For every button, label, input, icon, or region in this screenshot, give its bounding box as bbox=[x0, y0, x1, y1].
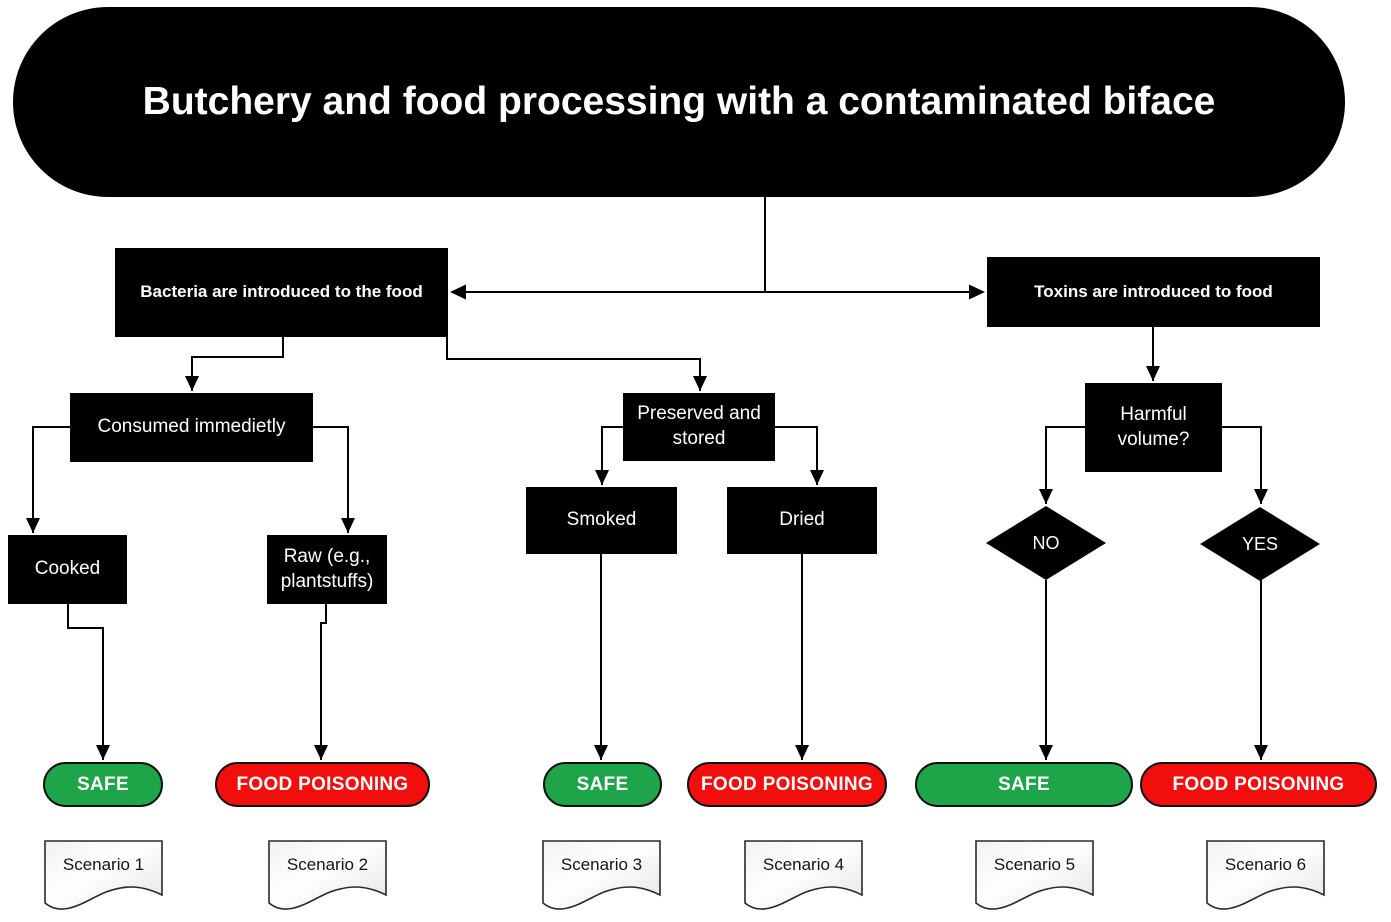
dried-label: Dried bbox=[779, 509, 825, 531]
scenario-label: Scenario 2 bbox=[286, 855, 369, 874]
outcome-label: SAFE bbox=[998, 773, 1050, 795]
scenario-document-3: Scenario 3 bbox=[542, 840, 661, 916]
edge-cooked-safe bbox=[67, 604, 110, 760]
smoked-node: Smoked bbox=[526, 487, 677, 554]
scenario-label: Scenario 3 bbox=[560, 855, 643, 874]
scenario-label: Scenario 4 bbox=[762, 855, 845, 874]
cooked-node: Cooked bbox=[8, 535, 127, 604]
outcome-pill-safe-1: SAFE bbox=[43, 762, 163, 807]
raw-label: Raw (e.g., plantstuffs) bbox=[280, 545, 374, 592]
cooked-label: Cooked bbox=[34, 558, 101, 580]
document-shape bbox=[744, 840, 863, 910]
consumed-immediately-node: Consumed immedietly bbox=[70, 393, 313, 462]
edge-harmful-no bbox=[1039, 426, 1085, 504]
preserved-label: Preserved and stored bbox=[637, 403, 761, 449]
edge-harmful-yes bbox=[1222, 426, 1268, 504]
scenario-document-5: Scenario 5 bbox=[975, 840, 1094, 916]
preserved-stored-node: Preserved and stored bbox=[623, 393, 775, 461]
consumed-label: Consumed immedietly bbox=[97, 416, 286, 438]
toxins-node: Toxins are introduced to food bbox=[987, 257, 1320, 327]
outcome-label: SAFE bbox=[77, 773, 129, 795]
outcome-pill-food-poisoning-2: FOOD POISONING bbox=[687, 762, 887, 807]
dried-node: Dried bbox=[727, 487, 877, 554]
edge-raw-poisoning bbox=[314, 604, 328, 760]
outcome-pill-safe-3: SAFE bbox=[915, 762, 1133, 807]
scenario-document-4: Scenario 4 bbox=[744, 840, 863, 916]
edge-bacteria-consumed bbox=[185, 337, 284, 391]
smoked-label: Smoked bbox=[566, 509, 637, 531]
arrowhead-into-bacteria bbox=[450, 284, 466, 300]
edge-preserved-smoked bbox=[595, 426, 623, 485]
no-label: NO bbox=[1032, 532, 1060, 553]
scenario-label: Scenario 6 bbox=[1224, 855, 1307, 874]
edge-consumed-cooked bbox=[26, 426, 70, 533]
scenario-label: Scenario 1 bbox=[62, 855, 145, 874]
outcome-pill-safe-2: SAFE bbox=[543, 762, 662, 807]
outcome-label: FOOD POISONING bbox=[700, 773, 874, 795]
bacteria-label: Bacteria are introduced to the food bbox=[140, 282, 423, 302]
yes-label: YES bbox=[1241, 533, 1279, 554]
document-shape bbox=[975, 840, 1094, 910]
raw-node: Raw (e.g., plantstuffs) bbox=[267, 535, 387, 604]
document-shape bbox=[44, 840, 163, 910]
edge-preserved-dried bbox=[775, 426, 824, 485]
toxins-label: Toxins are introduced to food bbox=[1034, 281, 1273, 301]
title-text: Butchery and food processing with a cont… bbox=[142, 80, 1216, 123]
scenario-document-6: Scenario 6 bbox=[1206, 840, 1325, 916]
arrowhead-into-toxins bbox=[969, 284, 985, 300]
document-shape bbox=[542, 840, 661, 910]
scenario-label: Scenario 5 bbox=[993, 855, 1076, 874]
title-node: Butchery and food processing with a cont… bbox=[13, 7, 1345, 197]
outcome-label: FOOD POISONING bbox=[236, 773, 409, 795]
outcome-pill-food-poisoning-3: FOOD POISONING bbox=[1140, 762, 1377, 807]
edge-consumed-raw bbox=[313, 426, 355, 533]
scenario-document-1: Scenario 1 bbox=[44, 840, 163, 916]
outcome-label: SAFE bbox=[576, 773, 629, 795]
bacteria-node: Bacteria are introduced to the food bbox=[115, 248, 448, 337]
scenario-document-2: Scenario 2 bbox=[268, 840, 387, 916]
document-shape bbox=[268, 840, 387, 910]
harmful-volume-node: Harmful volume? bbox=[1085, 383, 1222, 472]
outcome-label: FOOD POISONING bbox=[1172, 773, 1345, 795]
outcome-pill-food-poisoning-1: FOOD POISONING bbox=[215, 762, 430, 807]
edge-bacteria-preserved bbox=[446, 337, 707, 391]
harmful-label: Harmful volume? bbox=[1117, 403, 1190, 450]
document-shape bbox=[1206, 840, 1325, 910]
